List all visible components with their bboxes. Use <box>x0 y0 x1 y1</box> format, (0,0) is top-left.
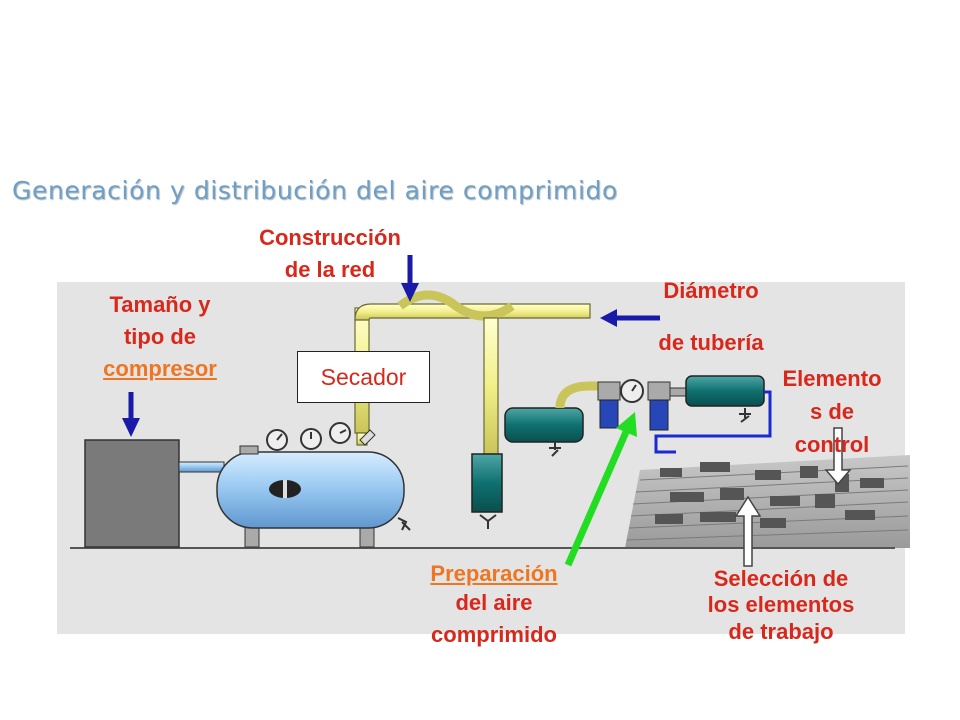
construccion-line-1: Construcción <box>259 225 401 250</box>
label-diametro: Diámetro de tubería <box>626 280 796 354</box>
seleccion-line-1: Selección de <box>713 566 849 591</box>
label-construccion: Construcción de la red <box>222 222 438 286</box>
seleccion-line-3: de trabajo <box>728 618 834 644</box>
diametro-arrow-icon <box>600 309 660 327</box>
tamano-line-2: tipo de <box>123 323 197 349</box>
preparacion-line-2: del aire <box>455 589 533 615</box>
label-elementos-control: Elemento s de control <box>752 362 912 461</box>
secador-box: Secador <box>297 351 430 403</box>
blue-hose <box>654 390 772 454</box>
elementos-line-3: control <box>794 432 870 457</box>
seleccion-line-2: los elementos <box>707 592 855 618</box>
elementos-line-1: Elemento <box>782 366 882 391</box>
elementos-line-2: s de <box>809 399 855 424</box>
tank-connector <box>359 429 376 446</box>
label-tamano-compresor: Tamaño y tipo de compresor <box>62 289 258 385</box>
drain-unit <box>471 453 503 529</box>
compressor-pipe <box>178 461 225 473</box>
compresor-arrow-icon <box>122 392 140 437</box>
air-tank <box>216 422 411 548</box>
air-preparation-unit <box>597 379 687 431</box>
work-bench <box>625 455 910 548</box>
construccion-line-2: de la red <box>284 256 376 282</box>
tamano-line-1: Tamaño y <box>109 292 211 317</box>
label-seleccion: Selección de los elementos de trabajo <box>660 566 902 645</box>
compressor-box <box>84 439 180 548</box>
slide-title: Generación y distribución del aire compr… <box>12 176 618 205</box>
preparacion-link[interactable]: Preparación <box>430 561 558 586</box>
construccion-arrow-icon <box>401 255 419 302</box>
diametro-line-1: Diámetro <box>663 278 759 303</box>
compresor-link[interactable]: compresor <box>103 355 217 381</box>
preparacion-line-3: comprimido <box>431 622 557 648</box>
filter-cylinder <box>504 381 602 457</box>
label-preparacion: Preparación del aire comprimido <box>388 560 600 650</box>
elementos-arrow-icon <box>824 427 852 486</box>
seleccion-arrow-icon <box>734 495 762 567</box>
diametro-line-2: de tubería <box>658 330 764 355</box>
preparacion-arrow-icon <box>564 412 637 567</box>
